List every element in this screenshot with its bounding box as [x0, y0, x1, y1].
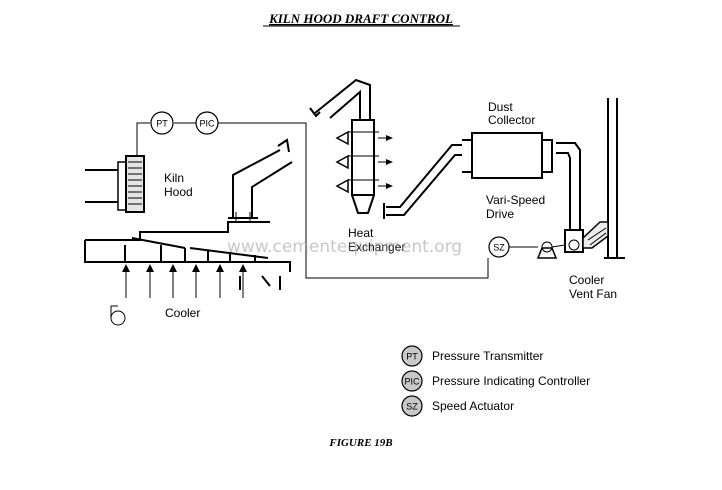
control-signal-line: [136, 122, 489, 279]
sz-label: SZ: [493, 243, 505, 253]
cooler-vent-fan-label-line1: Cooler: [569, 273, 604, 287]
clinker-cooler: [84, 221, 291, 290]
kiln-hood: [117, 155, 145, 213]
pt-label: PT: [156, 119, 168, 129]
legend-text-sz: Speed Actuator: [432, 399, 514, 413]
cooler-exhaust-stack: [228, 138, 293, 222]
dust-collector-label-line2: Collector: [488, 113, 535, 127]
cooling-air-arrows: [122, 264, 247, 298]
figure-caption: FIGURE 19B: [328, 437, 392, 449]
dust-collector-label-line1: Dust: [488, 100, 513, 114]
pt-instrument: PT: [150, 111, 174, 135]
cooler-vent-fan: [564, 221, 609, 253]
hot-gas-duct: [309, 78, 371, 120]
legend-item-pic: PIC Pressure Indicating Controller: [401, 370, 590, 392]
legend-text-pt: Pressure Transmitter: [432, 349, 543, 363]
legend-symbol-pic: PIC: [404, 377, 420, 387]
kiln-hood-label-line1: Kiln: [164, 171, 184, 185]
legend-symbol-pt: PT: [406, 352, 418, 362]
exchanger-to-collector-duct: [383, 144, 462, 219]
cooler-vent-fan-label-line2: Vent Fan: [569, 287, 617, 301]
kiln: [85, 169, 118, 203]
legend-symbol-sz: SZ: [406, 402, 418, 412]
legend-item-pt: PT Pressure Transmitter: [401, 345, 543, 367]
heat-exchanger-label-line2: Exchanger: [348, 240, 405, 254]
pic-label: PIC: [199, 119, 215, 129]
diagram-title: KILN HOOD DRAFT CONTROL: [268, 11, 453, 26]
vari-speed-label-line2: Drive: [486, 207, 514, 221]
cooler-fan-icon: [110, 305, 126, 326]
vari-speed-drive-motor: [500, 241, 566, 259]
heat-exchanger: [335, 119, 393, 214]
heat-exchanger-label-line1: Heat: [348, 226, 374, 240]
legend: PT Pressure Transmitter PIC Pressure Ind…: [401, 345, 590, 417]
dust-collector: [462, 132, 553, 179]
pic-instrument: PIC: [195, 111, 219, 135]
watermark-text: www.cementequipment.org: [227, 237, 462, 257]
cooler-label: Cooler: [165, 306, 200, 320]
collector-to-fan-duct: [556, 142, 581, 230]
legend-item-sz: SZ Speed Actuator: [401, 395, 514, 417]
legend-text-pic: Pressure Indicating Controller: [432, 374, 590, 388]
kiln-hood-label-line2: Hood: [164, 185, 193, 199]
sz-instrument: SZ: [488, 236, 510, 258]
vari-speed-label-line1: Vari-Speed: [486, 193, 545, 207]
